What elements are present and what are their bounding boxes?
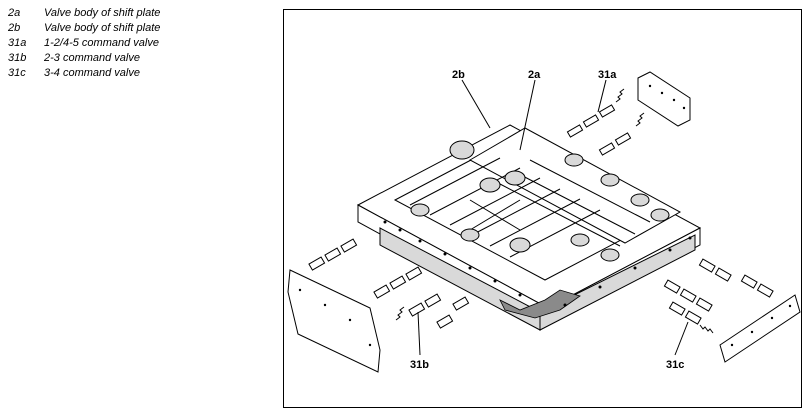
callout-2a: 2a (528, 69, 541, 81)
legend-text: 3-4 command valve (44, 67, 140, 79)
valve-31b-group (287, 238, 470, 373)
legend-text: Valve body of shift plate (44, 7, 161, 19)
legend-row-31a: 31a 1-2/4-5 command valve (8, 36, 160, 51)
legend-row-2a: 2a Valve body of shift plate (8, 6, 160, 21)
valve-body-assembly (356, 124, 702, 331)
callout-31b: 31b (410, 359, 429, 371)
callout-2b: 2b (452, 69, 465, 81)
valve-31c-group (663, 258, 801, 363)
callout-31c: 31c (666, 359, 684, 371)
legend: 2a Valve body of shift plate 2b Valve bo… (8, 6, 160, 81)
legend-code: 2a (8, 7, 21, 19)
legend-row-31c: 31c 3-4 command valve (8, 66, 160, 81)
legend-text: 2-3 command valve (44, 52, 140, 64)
legend-row-2b: 2b Valve body of shift plate (8, 21, 160, 36)
callout-31a: 31a (598, 69, 617, 81)
legend-code: 31a (8, 37, 27, 49)
valve-31a-group (566, 71, 691, 156)
legend-code: 2b (8, 22, 21, 34)
legend-code: 31c (8, 67, 26, 79)
figure-frame (283, 9, 802, 408)
legend-code: 31b (8, 52, 27, 64)
legend-text: Valve body of shift plate (44, 22, 161, 34)
leader-lines (417, 79, 689, 356)
legend-text: 1-2/4-5 command valve (44, 37, 159, 49)
legend-row-31b: 31b 2-3 command valve (8, 51, 160, 66)
